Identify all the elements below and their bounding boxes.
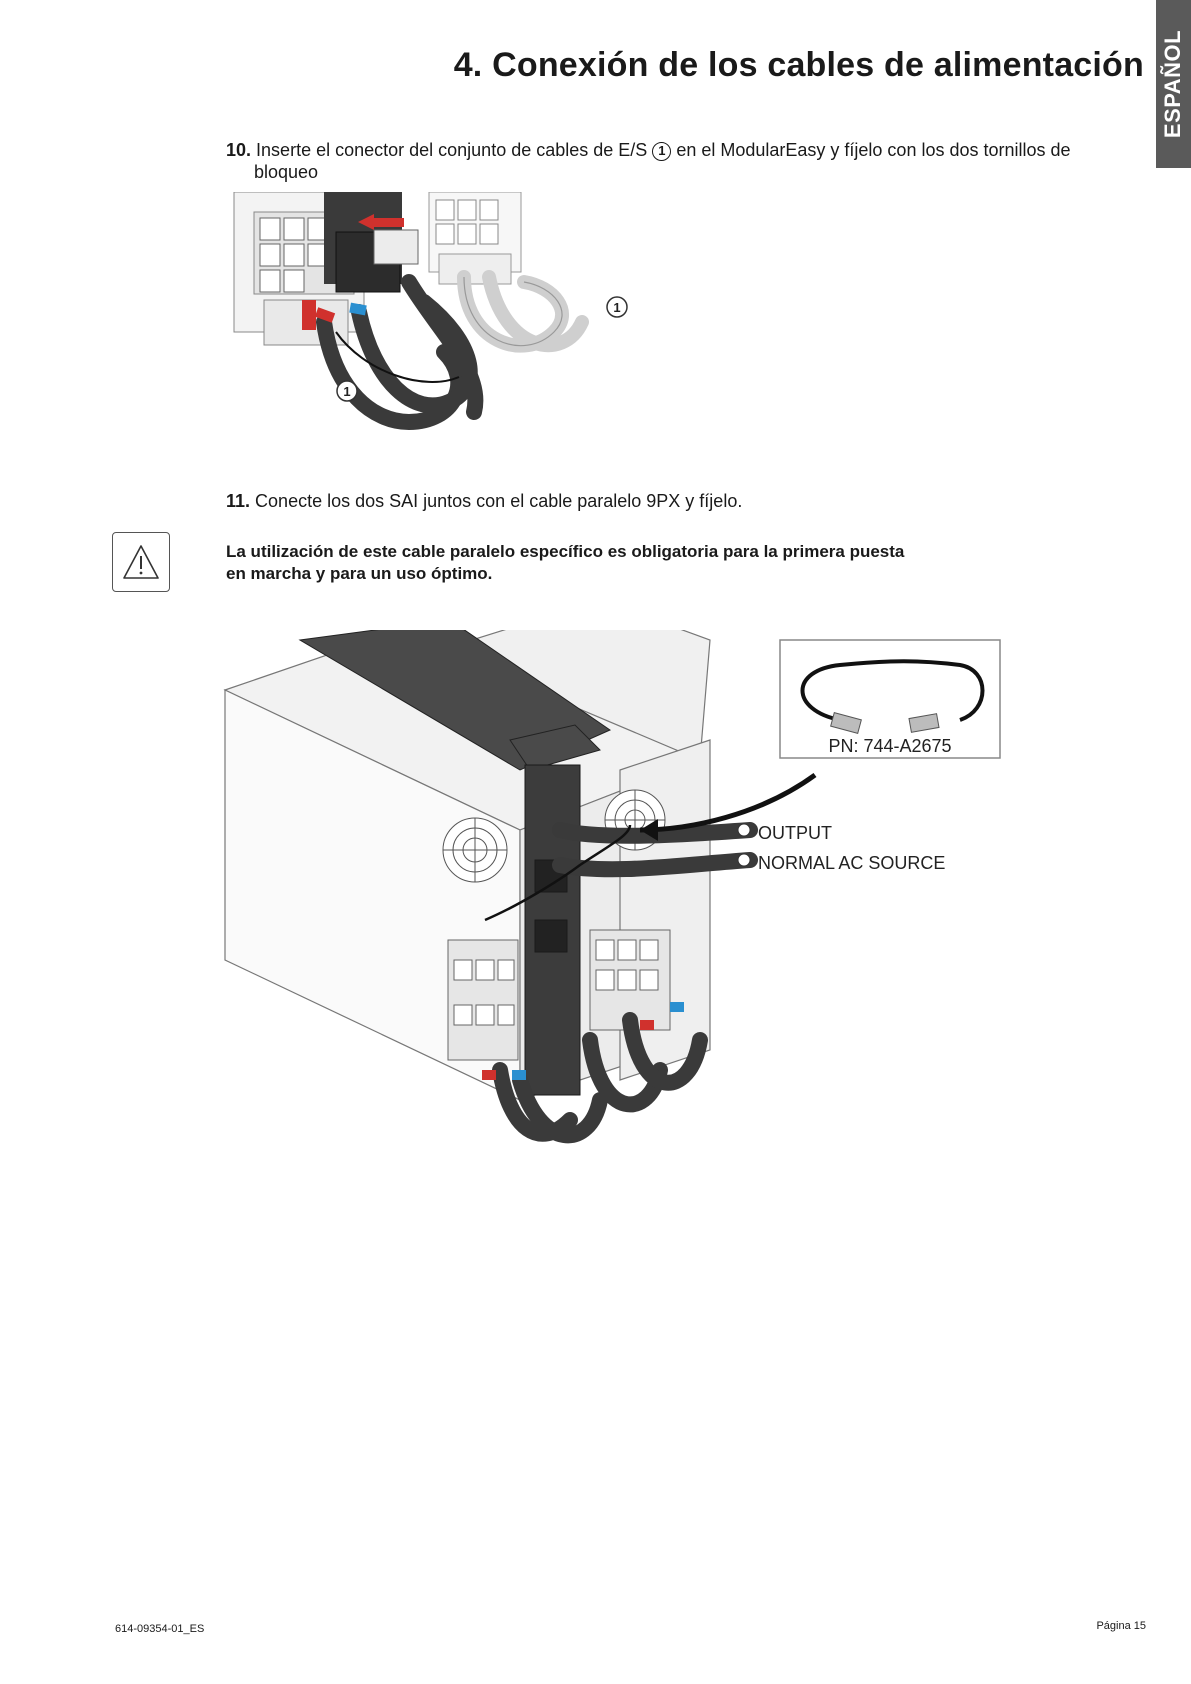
arrow-head <box>640 819 658 841</box>
step-10: 10. Inserte el conector del conjunto de … <box>226 139 1126 183</box>
step-number: 10. <box>226 140 252 160</box>
language-tab: ESPAÑOL <box>1156 0 1191 168</box>
callout-1-right: 1 <box>606 296 628 318</box>
fan-left <box>442 817 508 883</box>
arrow-line <box>639 772 817 833</box>
callout-1-left: 1 <box>336 380 358 402</box>
inset-part-number: PN: 744-A2675 <box>828 736 951 756</box>
step-text: Conecte los dos SAI juntos con el cable … <box>255 491 743 511</box>
footer-page-number: Página 15 <box>1096 1620 1146 1632</box>
callout-1-right-number: 1 <box>613 300 620 315</box>
ups-rear-right <box>428 192 522 285</box>
language-tab-label: ESPAÑOL <box>1160 29 1186 139</box>
bracket <box>298 630 612 771</box>
inset-parallel-cable: PN: 744-A2675 <box>779 639 1001 759</box>
step-text-after: en el ModularEasy y fíjelo con los dos t… <box>254 140 1071 182</box>
outlets-right <box>589 929 671 1031</box>
warning-triangle-icon <box>112 532 170 592</box>
figure-parallel-cable: OUTPUT NORMAL AC SOURCE PN: 744-A2675 <box>223 630 1001 1144</box>
modular-column <box>524 764 581 1096</box>
page-title: 4. Conexión de los cables de alimentació… <box>453 46 1144 84</box>
label-normal-ac-source: NORMAL AC SOURCE <box>758 853 945 873</box>
modular-easy-unit <box>324 192 419 293</box>
step-number: 11. <box>226 491 251 511</box>
warning-text: La utilización de este cable paralelo es… <box>226 542 905 583</box>
figure-io-cable-connection: 1 1 <box>233 192 628 431</box>
footer-doc-number: 614-09354-01_ES <box>115 1623 205 1635</box>
label-output: OUTPUT <box>758 823 832 843</box>
step-11: 11. Conecte los dos SAI juntos con el ca… <box>226 490 1126 512</box>
outlets-left <box>447 939 519 1061</box>
callout-marker: 1 <box>652 142 672 161</box>
callout-1-left-number: 1 <box>343 384 350 399</box>
step-text-before: Inserte el conector del conjunto de cabl… <box>256 140 648 160</box>
